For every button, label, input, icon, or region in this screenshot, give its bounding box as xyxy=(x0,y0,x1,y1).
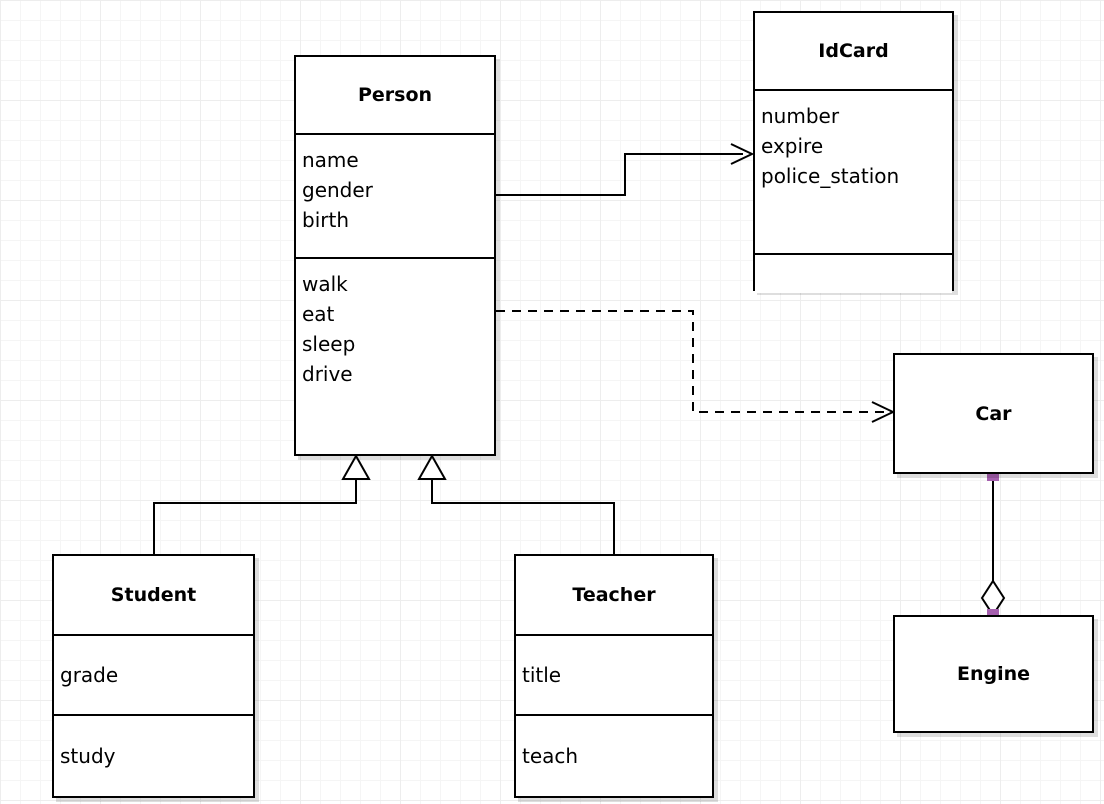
person-attribute-list: name gender birth xyxy=(296,135,494,235)
class-box-student[interactable]: Student grade study xyxy=(52,554,255,798)
engine-class-name: Engine xyxy=(956,663,1031,685)
idcard-attribute-expire: expire xyxy=(761,134,824,158)
teacher-attribute-title: title xyxy=(522,663,562,687)
person-attribute-name: name xyxy=(302,148,359,172)
idcard-attribute-police-station: police_station xyxy=(761,164,900,188)
student-attribute-grade: grade xyxy=(60,663,119,687)
class-box-idcard[interactable]: IdCard number expire police_station xyxy=(753,11,954,293)
person-attribute-birth: birth xyxy=(302,208,349,232)
class-box-car[interactable]: Car xyxy=(893,353,1094,474)
person-attribute-gender: gender xyxy=(302,178,373,202)
idcard-attribute-number: number xyxy=(761,104,840,128)
car-class-name: Car xyxy=(975,402,1012,425)
class-box-teacher[interactable]: Teacher title teach xyxy=(514,554,714,798)
person-methods: walk eat sleep drive xyxy=(296,257,494,454)
idcard-header: IdCard xyxy=(755,13,952,89)
teacher-method-teach: teach xyxy=(522,744,579,768)
student-class-name: Student xyxy=(110,583,197,606)
student-attributes: grade xyxy=(54,634,253,714)
idcard-attributes: number expire police_station xyxy=(755,89,952,253)
edge-person-idcard[interactable] xyxy=(496,143,755,196)
edge-person-car[interactable] xyxy=(496,310,896,423)
idcard-methods xyxy=(755,253,952,293)
idcard-class-name: IdCard xyxy=(818,39,889,62)
person-method-eat: eat xyxy=(302,302,335,326)
student-method-study: study xyxy=(60,744,116,768)
student-methods: study xyxy=(54,714,253,796)
person-method-drive: drive xyxy=(302,362,353,386)
person-method-walk: walk xyxy=(302,272,348,296)
edge-student-person[interactable] xyxy=(153,453,371,554)
teacher-class-name: Teacher xyxy=(572,583,656,606)
student-header: Student xyxy=(54,556,253,634)
teacher-header: Teacher xyxy=(516,556,712,634)
person-header: Person xyxy=(296,57,494,133)
person-method-sleep: sleep xyxy=(302,332,356,356)
person-attributes: name gender birth xyxy=(296,133,494,257)
class-box-engine[interactable]: Engine xyxy=(893,615,1094,733)
teacher-attributes: title xyxy=(516,634,712,714)
edge-teacher-person[interactable] xyxy=(417,453,615,554)
class-box-person[interactable]: Person name gender birth walk eat sleep … xyxy=(294,55,496,456)
person-method-list: walk eat sleep drive xyxy=(296,259,494,389)
teacher-methods: teach xyxy=(516,714,712,796)
person-class-name: Person xyxy=(357,83,433,106)
edge-car-engine[interactable] xyxy=(980,469,1006,621)
idcard-attribute-list: number expire police_station xyxy=(755,91,952,191)
idcard-empty-methods xyxy=(755,255,952,293)
